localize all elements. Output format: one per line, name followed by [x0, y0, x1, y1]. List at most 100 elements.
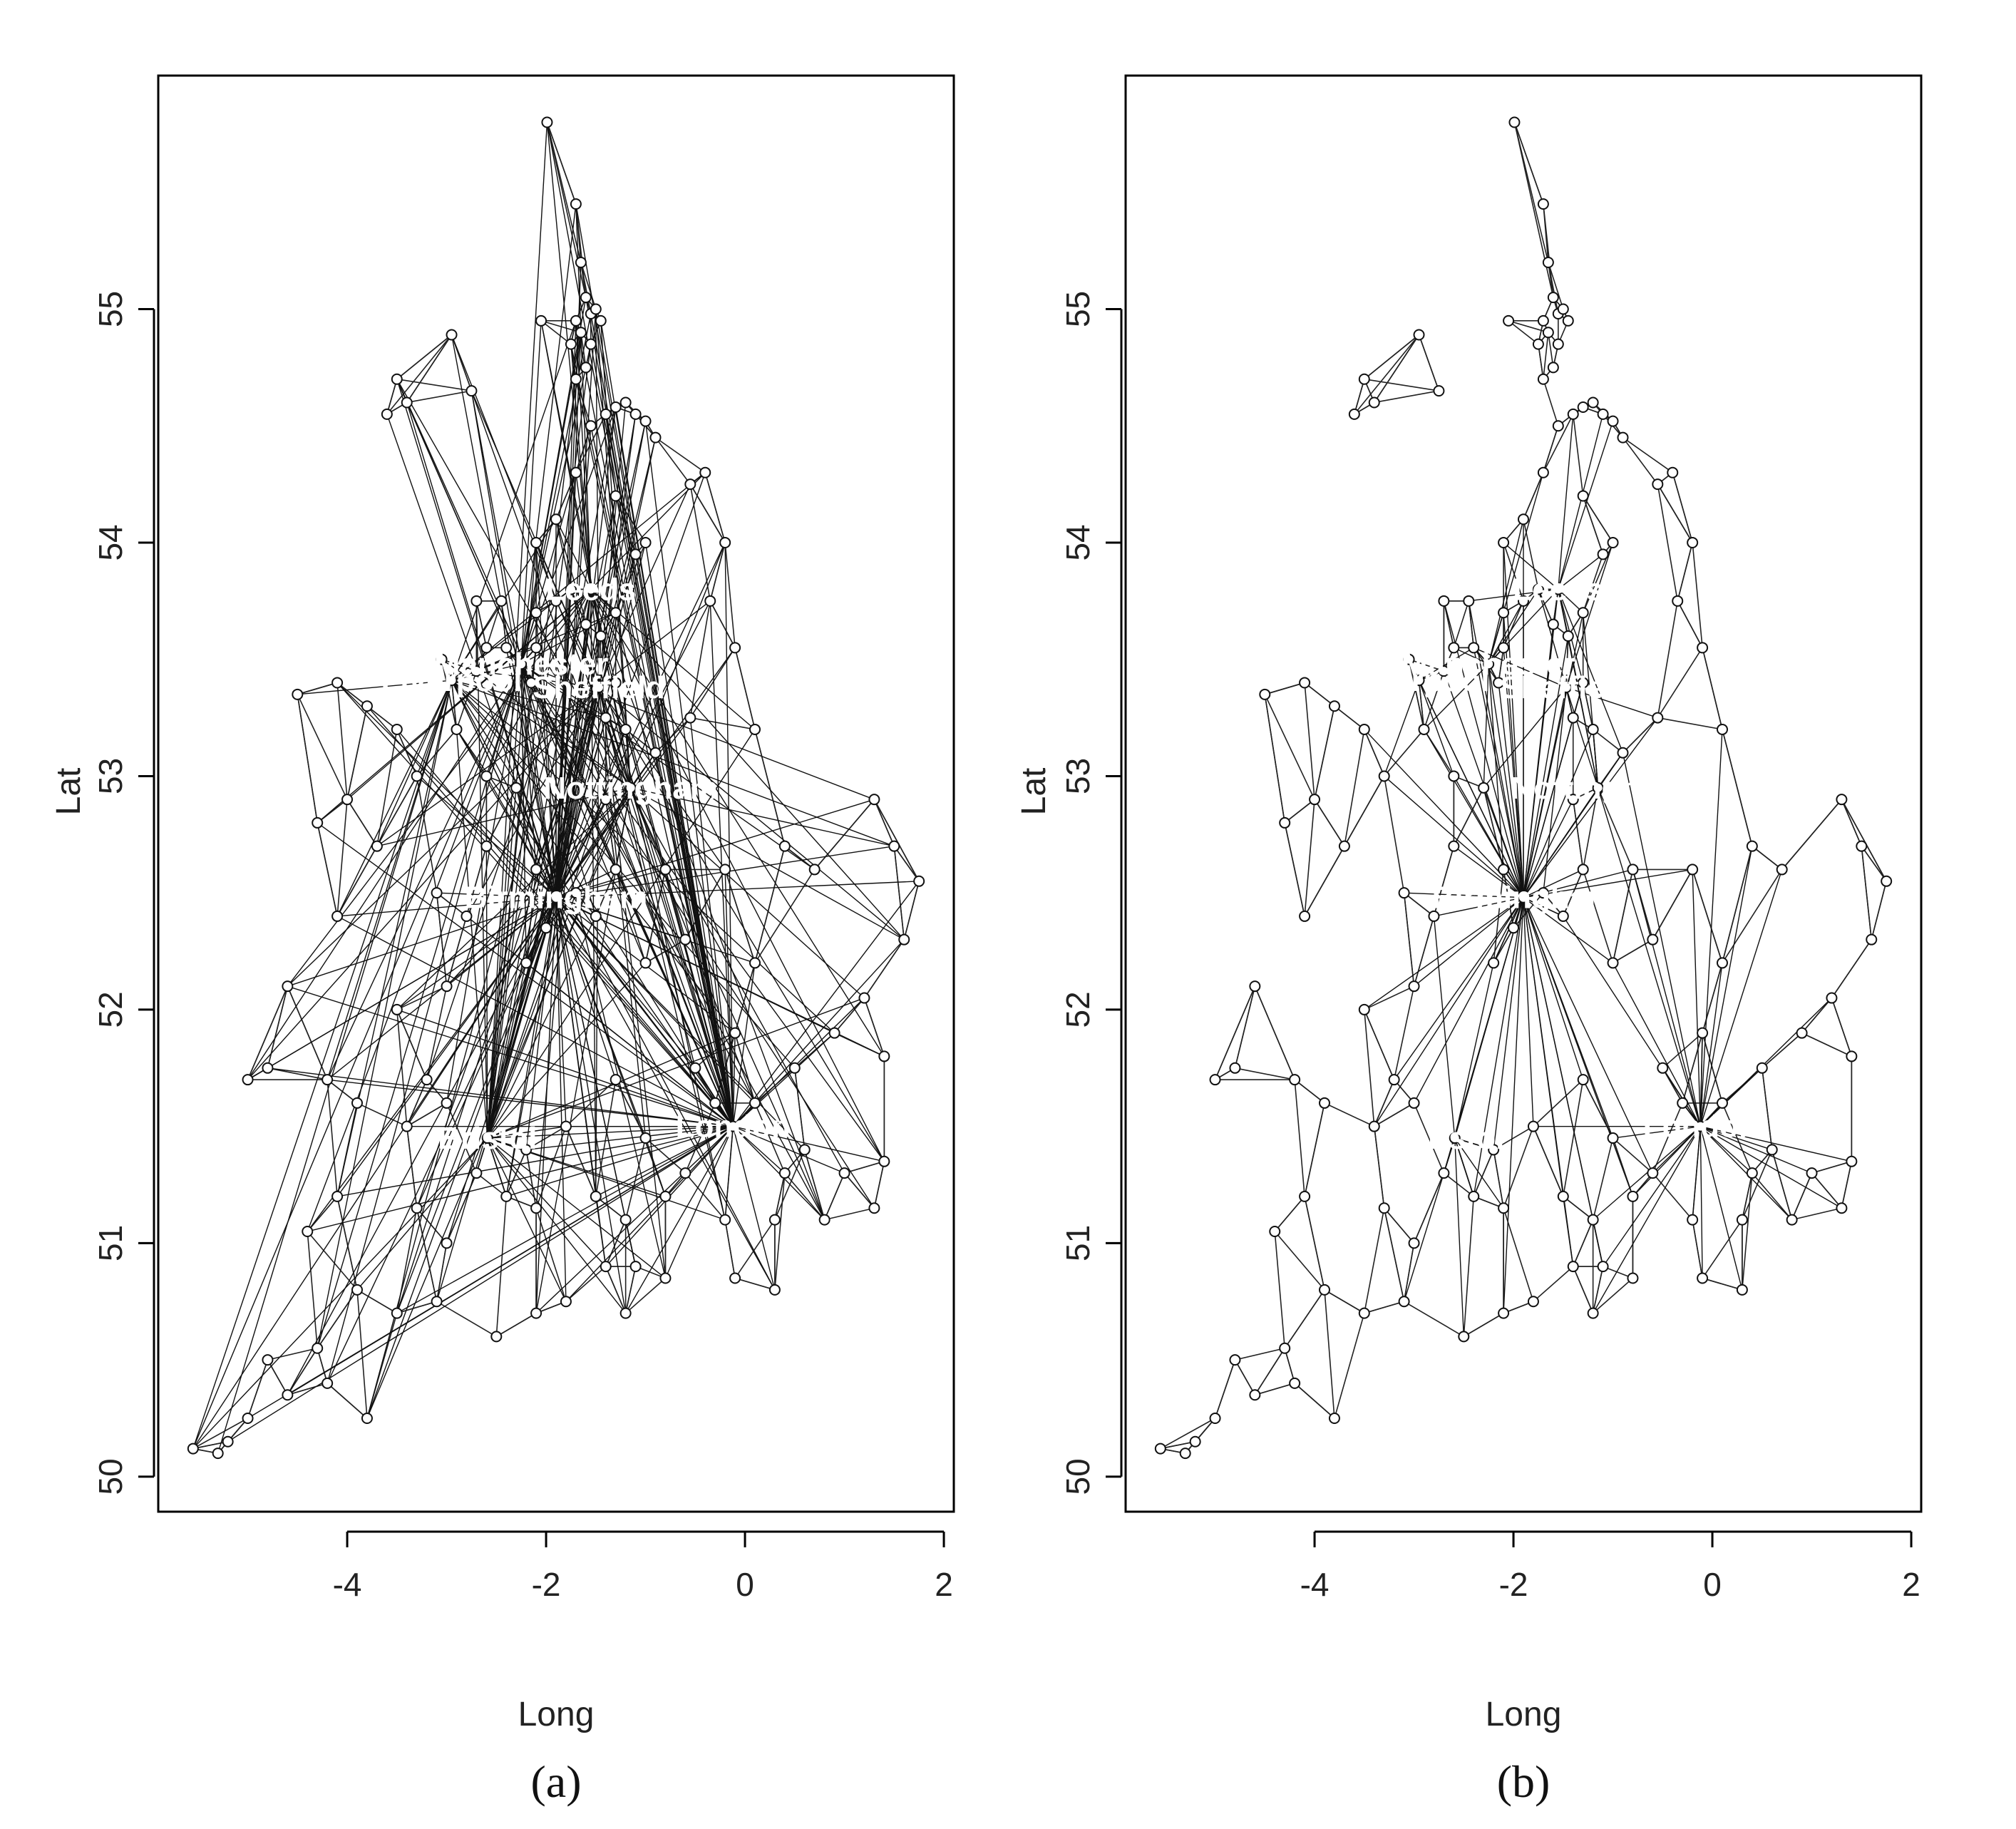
panel-a-node: [639, 536, 652, 548]
panel-a-edge: [754, 729, 786, 846]
panel-b-node: [1672, 595, 1684, 607]
panel-b-node: [1428, 910, 1440, 922]
panel-a-node: [381, 408, 393, 420]
panel-a-edge: [307, 1231, 358, 1291]
panel-a-edge: [336, 682, 368, 707]
panel-a-edge: [346, 706, 368, 800]
panel-a-node: [570, 198, 582, 210]
panel-a-node: [590, 303, 602, 315]
panel-b-hub-edge: [1692, 1126, 1702, 1220]
panel-b-edge: [1234, 1359, 1256, 1395]
panel-a-node: [778, 840, 791, 852]
panel-b-edge: [1811, 1161, 1852, 1174]
panel-a-hub-edge: [192, 680, 453, 1449]
panel-b-edge: [1762, 1033, 1803, 1069]
panel-a-node: [312, 816, 324, 829]
panel-b-node: [1408, 1237, 1420, 1249]
panel-b-hub-edge: [1483, 787, 1524, 898]
panel-a-edge: [873, 799, 895, 846]
panel-b-edge: [1801, 1032, 1852, 1057]
panel-b-node: [1826, 992, 1838, 1004]
panel-a-edge: [336, 799, 348, 916]
panel-a-edge: [580, 262, 592, 314]
panel-b-node: [1866, 933, 1878, 946]
panel-b-edge: [1583, 496, 1614, 543]
panel-a-node: [913, 875, 925, 887]
panel-a-edge: [396, 1301, 437, 1314]
panel-a-node: [242, 1413, 254, 1425]
panel-a-hub-edge: [732, 881, 920, 1127]
panel-a-node: [649, 747, 662, 759]
panel-b-node: [1542, 327, 1554, 339]
panel-b-city-label-manchester: Manchester: [1402, 647, 1576, 682]
panel-b-node: [1448, 770, 1460, 782]
panel-a-edge: [436, 1301, 497, 1338]
panel-b-hub-edge: [1699, 1126, 1842, 1209]
panel-a-hub-edge: [615, 406, 734, 1127]
panel-a-hub-edge: [267, 1067, 734, 1127]
panel-a-edge: [873, 799, 920, 882]
panel-a-edge: [386, 379, 398, 415]
panel-b-edge: [1493, 1125, 1534, 1151]
panel-a-node: [187, 1443, 199, 1455]
panel-a-node: [222, 1435, 234, 1448]
panel-a-x-tick-label: -2: [532, 1566, 561, 1603]
panel-a-hub-edge: [487, 1137, 666, 1279]
panel-a-hub-edge: [396, 729, 734, 1127]
panel-a-hub-edge: [487, 406, 617, 1139]
panel-a-node: [550, 513, 562, 526]
panel-a-node: [729, 1027, 741, 1039]
panel-a-hub-edge: [317, 680, 453, 1348]
panel-a-node: [560, 1120, 572, 1132]
panel-b-hub-edge: [1453, 776, 1524, 898]
panel-b-node: [1532, 338, 1544, 350]
panel-a-hub-edge: [546, 122, 592, 590]
panel-b-y-tick-label: 53: [1059, 758, 1096, 794]
panel-a-hub-edge: [487, 682, 532, 1139]
panel-b-node: [1503, 314, 1515, 327]
panel-a-y-tick-label: 51: [92, 1225, 129, 1261]
panel-a-node: [719, 1214, 731, 1226]
panel-b-node: [1518, 595, 1529, 607]
panel-b-edge: [1692, 869, 1723, 963]
panel-a-hub-edge: [470, 390, 522, 665]
panel-b-node: [1403, 653, 1415, 665]
panel-b-nodes: [1154, 116, 1893, 1460]
panel-b-hub-edge: [1414, 897, 1524, 987]
panel-a-hub-edge: [451, 334, 632, 789]
panel-a-edge: [794, 1067, 806, 1150]
panel-b-node: [1279, 816, 1291, 829]
panel-a-hub-edge: [326, 680, 453, 1080]
panel-a-edge: [833, 998, 865, 1034]
panel-b-hub-edge: [1419, 647, 1474, 681]
panel-a-hub-edge: [733, 1126, 845, 1174]
panel-a-edge: [814, 799, 875, 870]
panel-b-node: [1562, 314, 1574, 327]
panel-b-edge: [1543, 414, 1574, 473]
panel-b-edge: [1861, 846, 1887, 882]
panel-a-hub-edge: [535, 1126, 734, 1314]
panel-a-node: [629, 548, 642, 560]
panel-b-node: [1547, 362, 1559, 374]
panel-a-edge: [406, 334, 453, 403]
panel-b-hub-edge: [1558, 421, 1614, 590]
panel-a-edge: [774, 1173, 786, 1290]
panel-b-edge: [1354, 379, 1365, 415]
panel-b-edges: [1160, 122, 1887, 1454]
panel-a-node: [619, 723, 632, 735]
panel-a-edge: [903, 881, 920, 940]
panel-b-node: [1766, 1144, 1778, 1156]
panel-a-hub-edge: [376, 787, 631, 847]
panel-a-edge: [754, 869, 816, 963]
panel-b-hub-edge: [1523, 897, 1534, 1127]
panel-a-node: [520, 957, 533, 969]
panel-b-node: [1547, 618, 1559, 630]
panel-a-hub-edge: [570, 344, 592, 590]
panel-b-edge: [1185, 1418, 1216, 1454]
panel-b-node: [1856, 840, 1868, 852]
panel-a-city-label-birmingham: Birmingham: [465, 881, 648, 916]
panel-a-city-label-london: London: [676, 1110, 791, 1144]
panel-b-hub-edge: [1622, 752, 1701, 1127]
